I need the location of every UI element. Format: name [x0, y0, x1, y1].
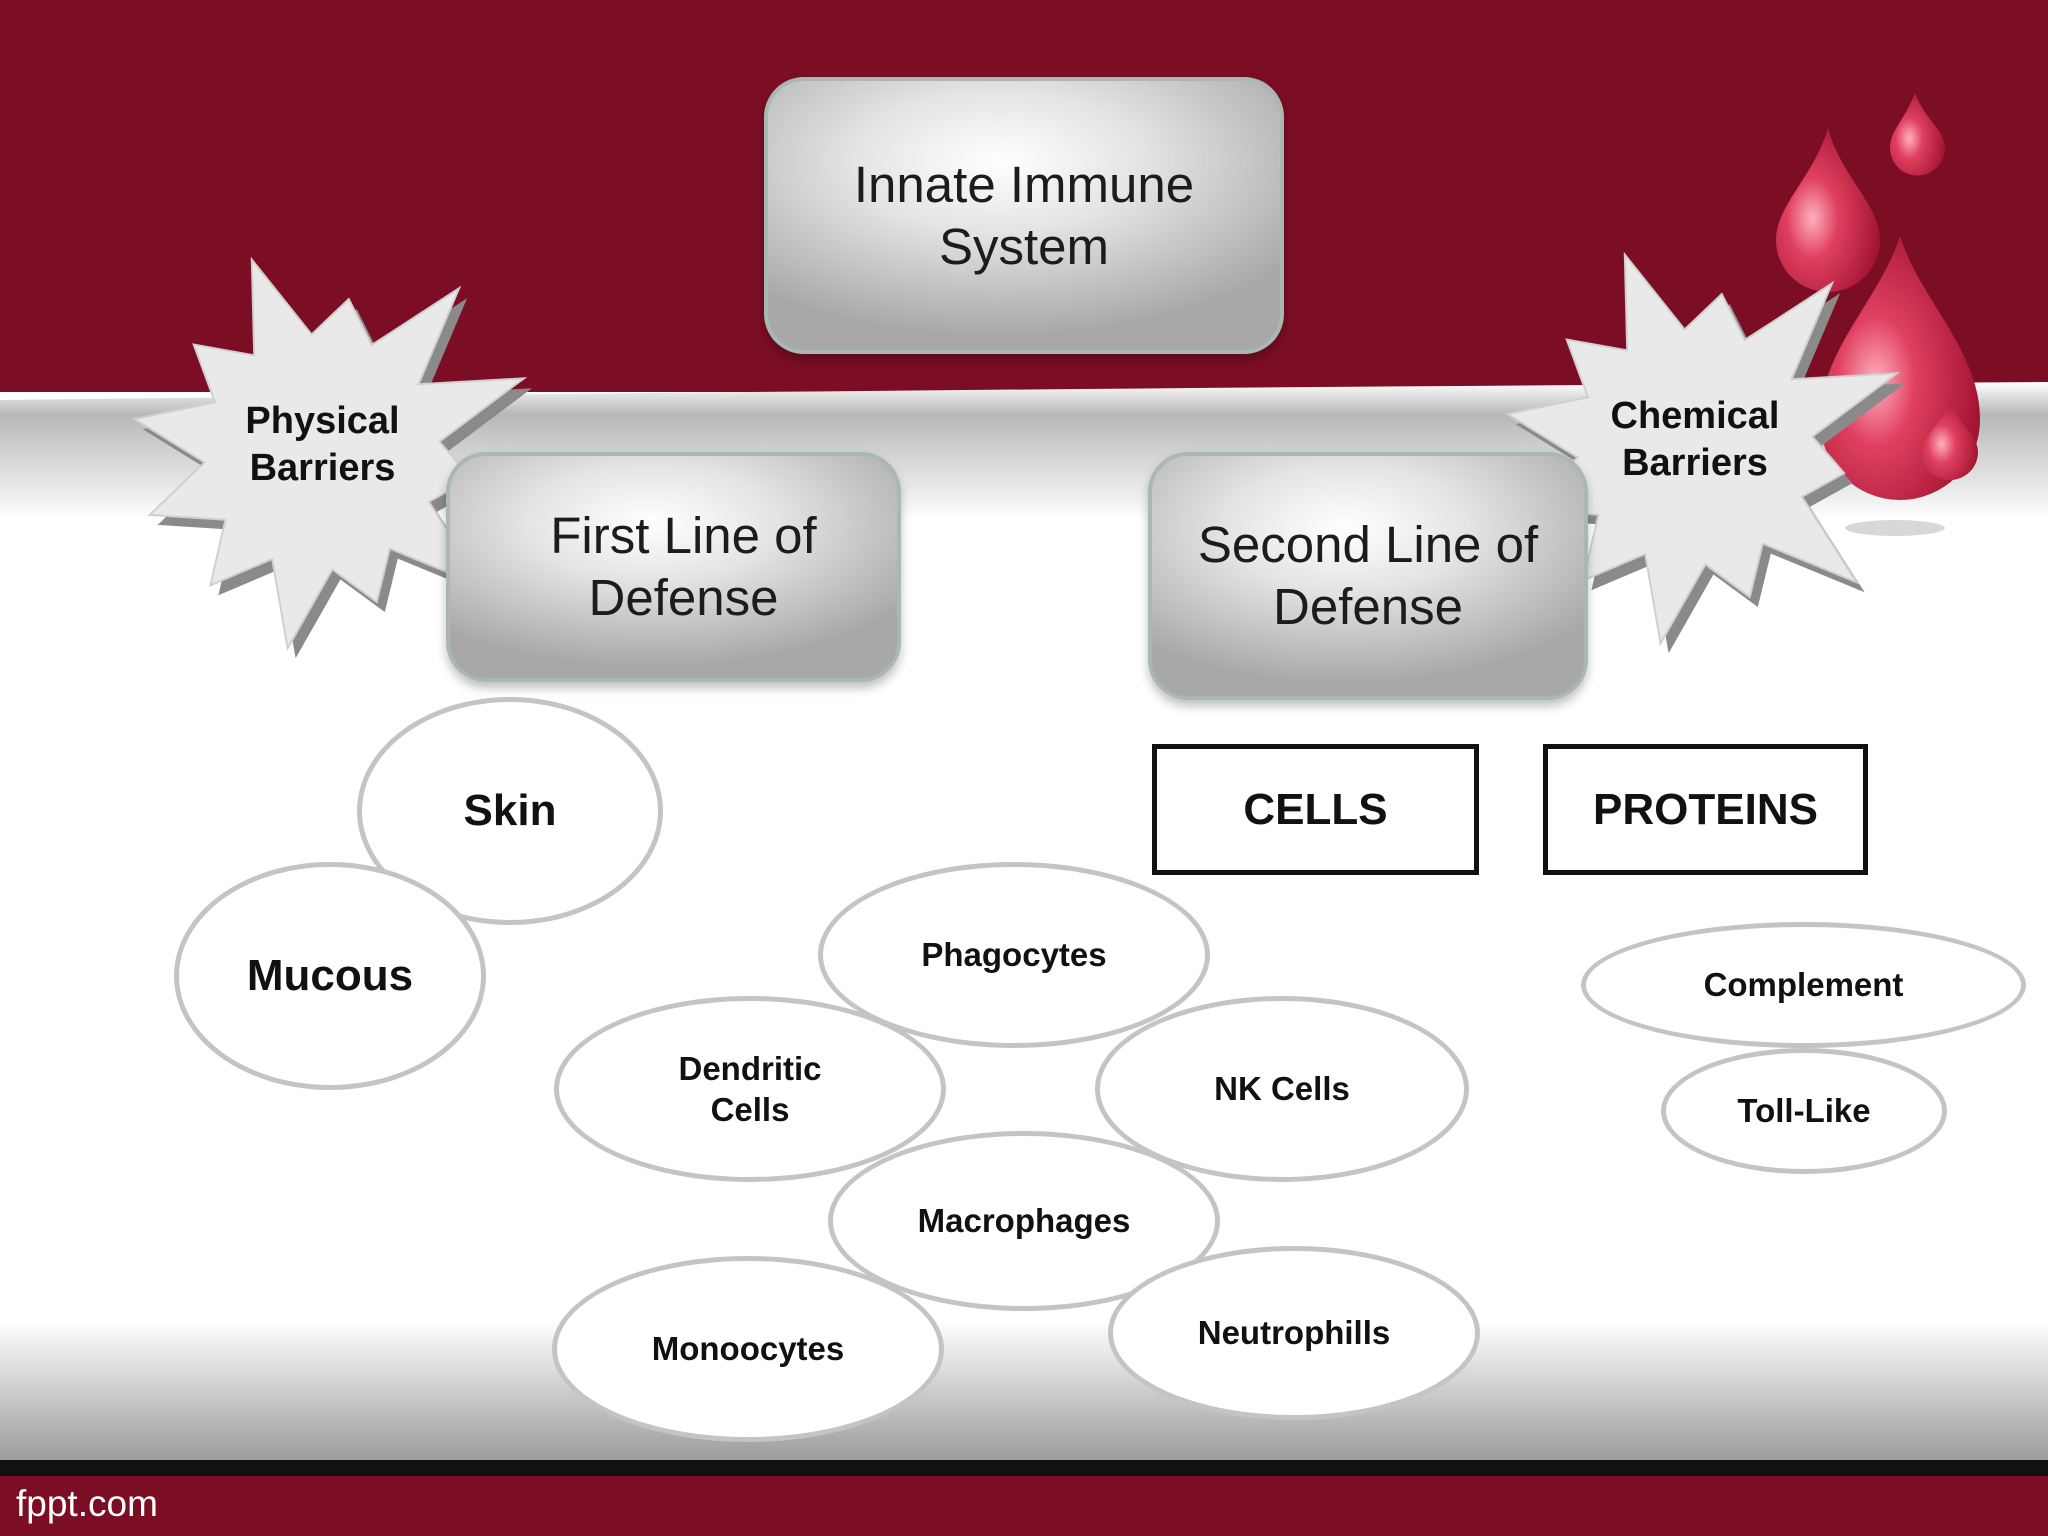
monoocytes-oval: Monoocytes	[552, 1256, 944, 1442]
cells-box: CELLS	[1152, 744, 1479, 875]
first-line-of-defense-box: First Line of Defense	[446, 452, 901, 682]
macrophages-label: Macrophages	[917, 1202, 1131, 1239]
phagocytes-oval: Phagocytes	[818, 862, 1210, 1048]
innate-immune-system-box: Innate Immune System	[764, 77, 1284, 354]
first-line-of-defense-label: First Line of Defense	[550, 507, 817, 626]
bottom-fade	[0, 1320, 2048, 1460]
physical-barriers-label: Physical Barriers	[245, 400, 400, 489]
mucous-oval: Mucous	[174, 862, 486, 1090]
second-line-of-defense-label: Second Line of Defense	[1197, 516, 1539, 635]
neutrophills-oval: Neutrophills	[1108, 1246, 1480, 1420]
complement-label: Complement	[1703, 966, 1904, 1003]
toll-like-oval: Toll-Like	[1661, 1048, 1947, 1174]
second-line-of-defense-box: Second Line of Defense	[1148, 452, 1588, 700]
toll-like-label: Toll-Like	[1737, 1092, 1871, 1129]
proteins-label: PROTEINS	[1593, 784, 1818, 834]
footer-divider	[0, 1460, 2048, 1476]
nk-cells-oval: NK Cells	[1095, 996, 1469, 1182]
mucous-label: Mucous	[246, 951, 414, 1000]
innate-immune-system-label: Innate Immune System	[853, 155, 1195, 275]
footer-brand: fppt.com	[16, 1483, 158, 1524]
neutrophills-label: Neutrophills	[1197, 1314, 1391, 1351]
complement-oval: Complement	[1581, 922, 2026, 1048]
dendritic-cells-label: Dendritic Cells	[678, 1050, 822, 1128]
dendritic-cells-oval: Dendritic Cells	[554, 996, 946, 1182]
nk-cells-label: NK Cells	[1214, 1070, 1350, 1107]
footer-band	[0, 1476, 2048, 1536]
chemical-barriers-label: Chemical Barriers	[1610, 395, 1780, 484]
blood-drops-icon	[1776, 93, 1980, 536]
monoocytes-label: Monoocytes	[651, 1330, 845, 1367]
cells-label: CELLS	[1243, 784, 1388, 834]
phagocytes-label: Phagocytes	[921, 936, 1107, 973]
skin-label: Skin	[463, 786, 557, 835]
proteins-box: PROTEINS	[1543, 744, 1868, 875]
